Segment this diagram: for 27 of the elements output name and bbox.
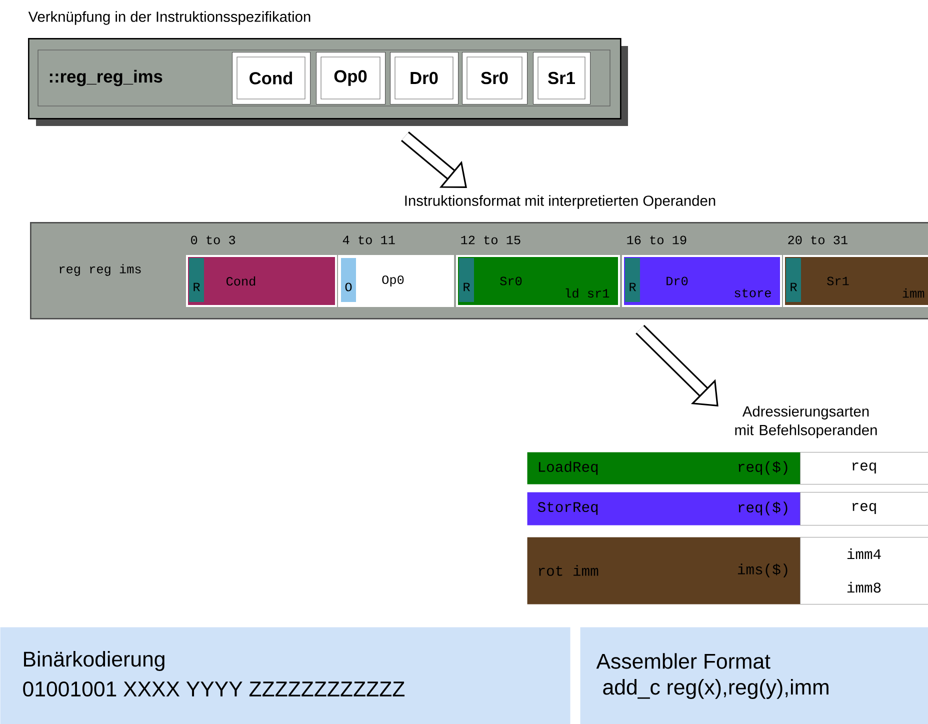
bit-field: 12 to 15 Sr0 R ld sr1 [456, 236, 620, 307]
addressing-table: Adressierungsarten mit Befehlsoperanden [735, 406, 877, 438]
field-cell: Sr1 [533, 52, 591, 105]
block-arrow [401, 132, 467, 188]
node-label: 4 to 11 [342, 236, 395, 244]
node-label: Instruktionsformat mit interpretierten Operanden [405, 195, 716, 209]
info-panel: Binärkodierung 01001001 XXXX YYYY ZZZZZZZZZZZZ [0, 627, 570, 724]
mode-cell: rot imm ims($) [527, 537, 800, 604]
field-cell: Cond [232, 52, 311, 105]
operand-cell: req [800, 492, 928, 526]
node-label: 0 to 3 [191, 236, 236, 244]
node-label: 16 to 19 [627, 236, 686, 244]
field-cell: Op0 [316, 52, 386, 105]
bit-field: 0 to 3 Cond R [186, 236, 337, 307]
operand-cell: req [800, 452, 928, 485]
node-label: Verknüpfung in der Instruktionsspezifikation [28, 11, 310, 25]
bit-field: 16 to 19 Dr0 R store [622, 236, 782, 307]
field-cell: Dr0 [390, 52, 459, 105]
node-label: 12 to 15 [461, 236, 520, 244]
bit-field: 20 to 31 Sr1 R imm [783, 236, 928, 307]
field-cell: Sr0 [462, 52, 528, 105]
mode-cell: LoadReq req($) [527, 452, 800, 484]
node-label: 20 to 31 [788, 236, 848, 244]
bit-field: 4 to 11 Op0 O [338, 236, 454, 307]
mode-cell: StorReq req($) [527, 492, 800, 526]
operand-cell: imm4 imm8 [800, 537, 928, 605]
info-panel: Assembler Format add_c reg(x),reg(y),imm [580, 627, 928, 724]
